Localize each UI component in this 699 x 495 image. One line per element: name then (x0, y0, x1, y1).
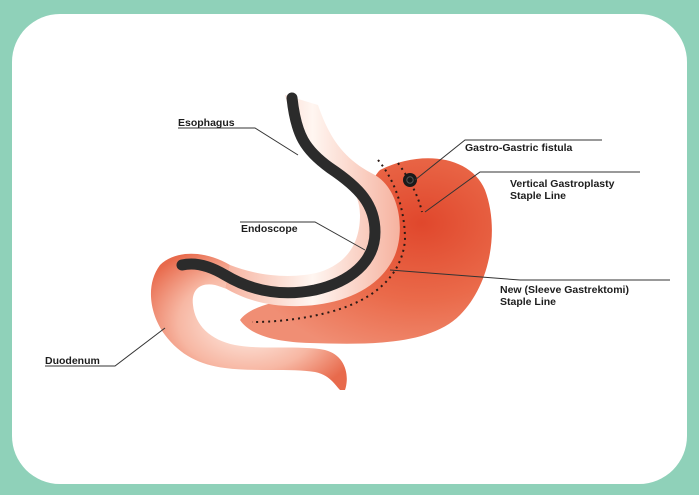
esophagus-sleeve (225, 95, 400, 306)
label-gastro-gastric-fistula: Gastro-Gastric fistula (465, 142, 572, 154)
label-vertical-gastroplasty-1: Vertical Gastroplasty (510, 178, 614, 190)
label-sleeve-1: New (Sleeve Gastrektomi) (500, 284, 629, 296)
label-vertical-gastroplasty-2: Staple Line (510, 190, 566, 202)
leader-esophagus (178, 128, 298, 155)
label-endoscope: Endoscope (241, 223, 298, 235)
label-sleeve-2: Staple Line (500, 296, 556, 308)
label-duodenum: Duodenum (45, 355, 100, 367)
label-esophagus: Esophagus (178, 117, 235, 129)
fistula-icon (403, 173, 417, 187)
